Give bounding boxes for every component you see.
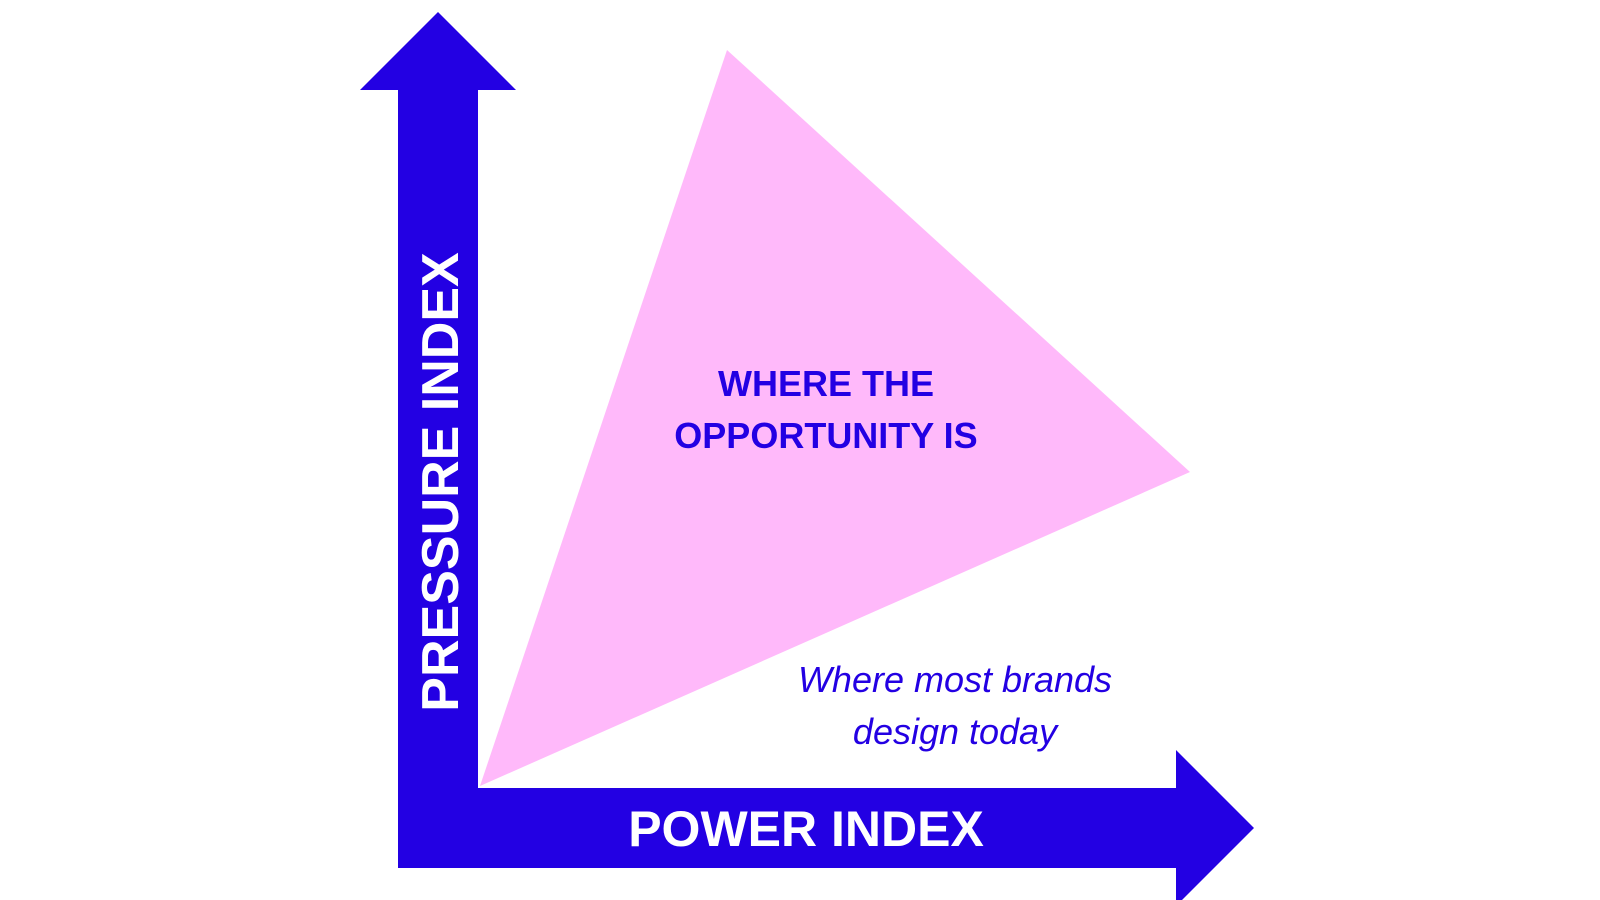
opportunity-triangle [480, 50, 1190, 786]
power-axis-label: POWER INDEX [628, 801, 984, 857]
opportunity-label-line1: WHERE THE [718, 363, 934, 404]
today-note-line1: Where most brands [798, 659, 1112, 700]
pressure-axis-label: PRESSURE INDEX [412, 252, 470, 712]
opportunity-label-line2: OPPORTUNITY IS [674, 415, 977, 456]
pressure-axis-arrow [360, 12, 516, 868]
power-axis-arrow [398, 750, 1254, 900]
today-note-line2: design today [853, 711, 1059, 752]
